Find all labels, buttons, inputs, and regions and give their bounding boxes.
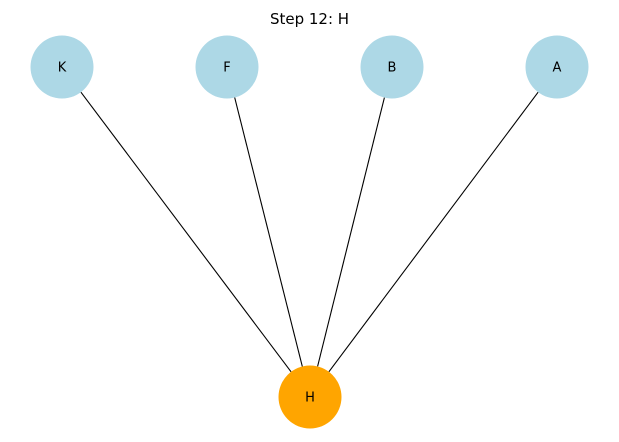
diagram-title: Step 12: H bbox=[270, 10, 349, 28]
edge-h-k bbox=[80, 91, 292, 373]
node-circle-f bbox=[195, 35, 259, 99]
node-label-h: H bbox=[305, 391, 315, 406]
node-circle-k bbox=[30, 35, 94, 99]
node-k: K bbox=[30, 35, 94, 99]
node-label-a: A bbox=[553, 61, 562, 76]
node-layer: K F B A H bbox=[30, 35, 589, 429]
node-f: F bbox=[195, 35, 259, 99]
edge-h-b bbox=[317, 97, 385, 367]
edge-h-f bbox=[234, 97, 303, 367]
node-h: H bbox=[278, 365, 342, 429]
edge-h-a bbox=[328, 91, 539, 373]
node-a: A bbox=[525, 35, 589, 99]
node-label-f: F bbox=[223, 61, 230, 76]
node-label-b: B bbox=[388, 61, 397, 76]
node-circle-b bbox=[360, 35, 424, 99]
node-circle-h bbox=[278, 365, 342, 429]
node-label-k: K bbox=[58, 61, 67, 76]
node-b: B bbox=[360, 35, 424, 99]
edge-layer bbox=[80, 91, 539, 373]
node-circle-a bbox=[525, 35, 589, 99]
